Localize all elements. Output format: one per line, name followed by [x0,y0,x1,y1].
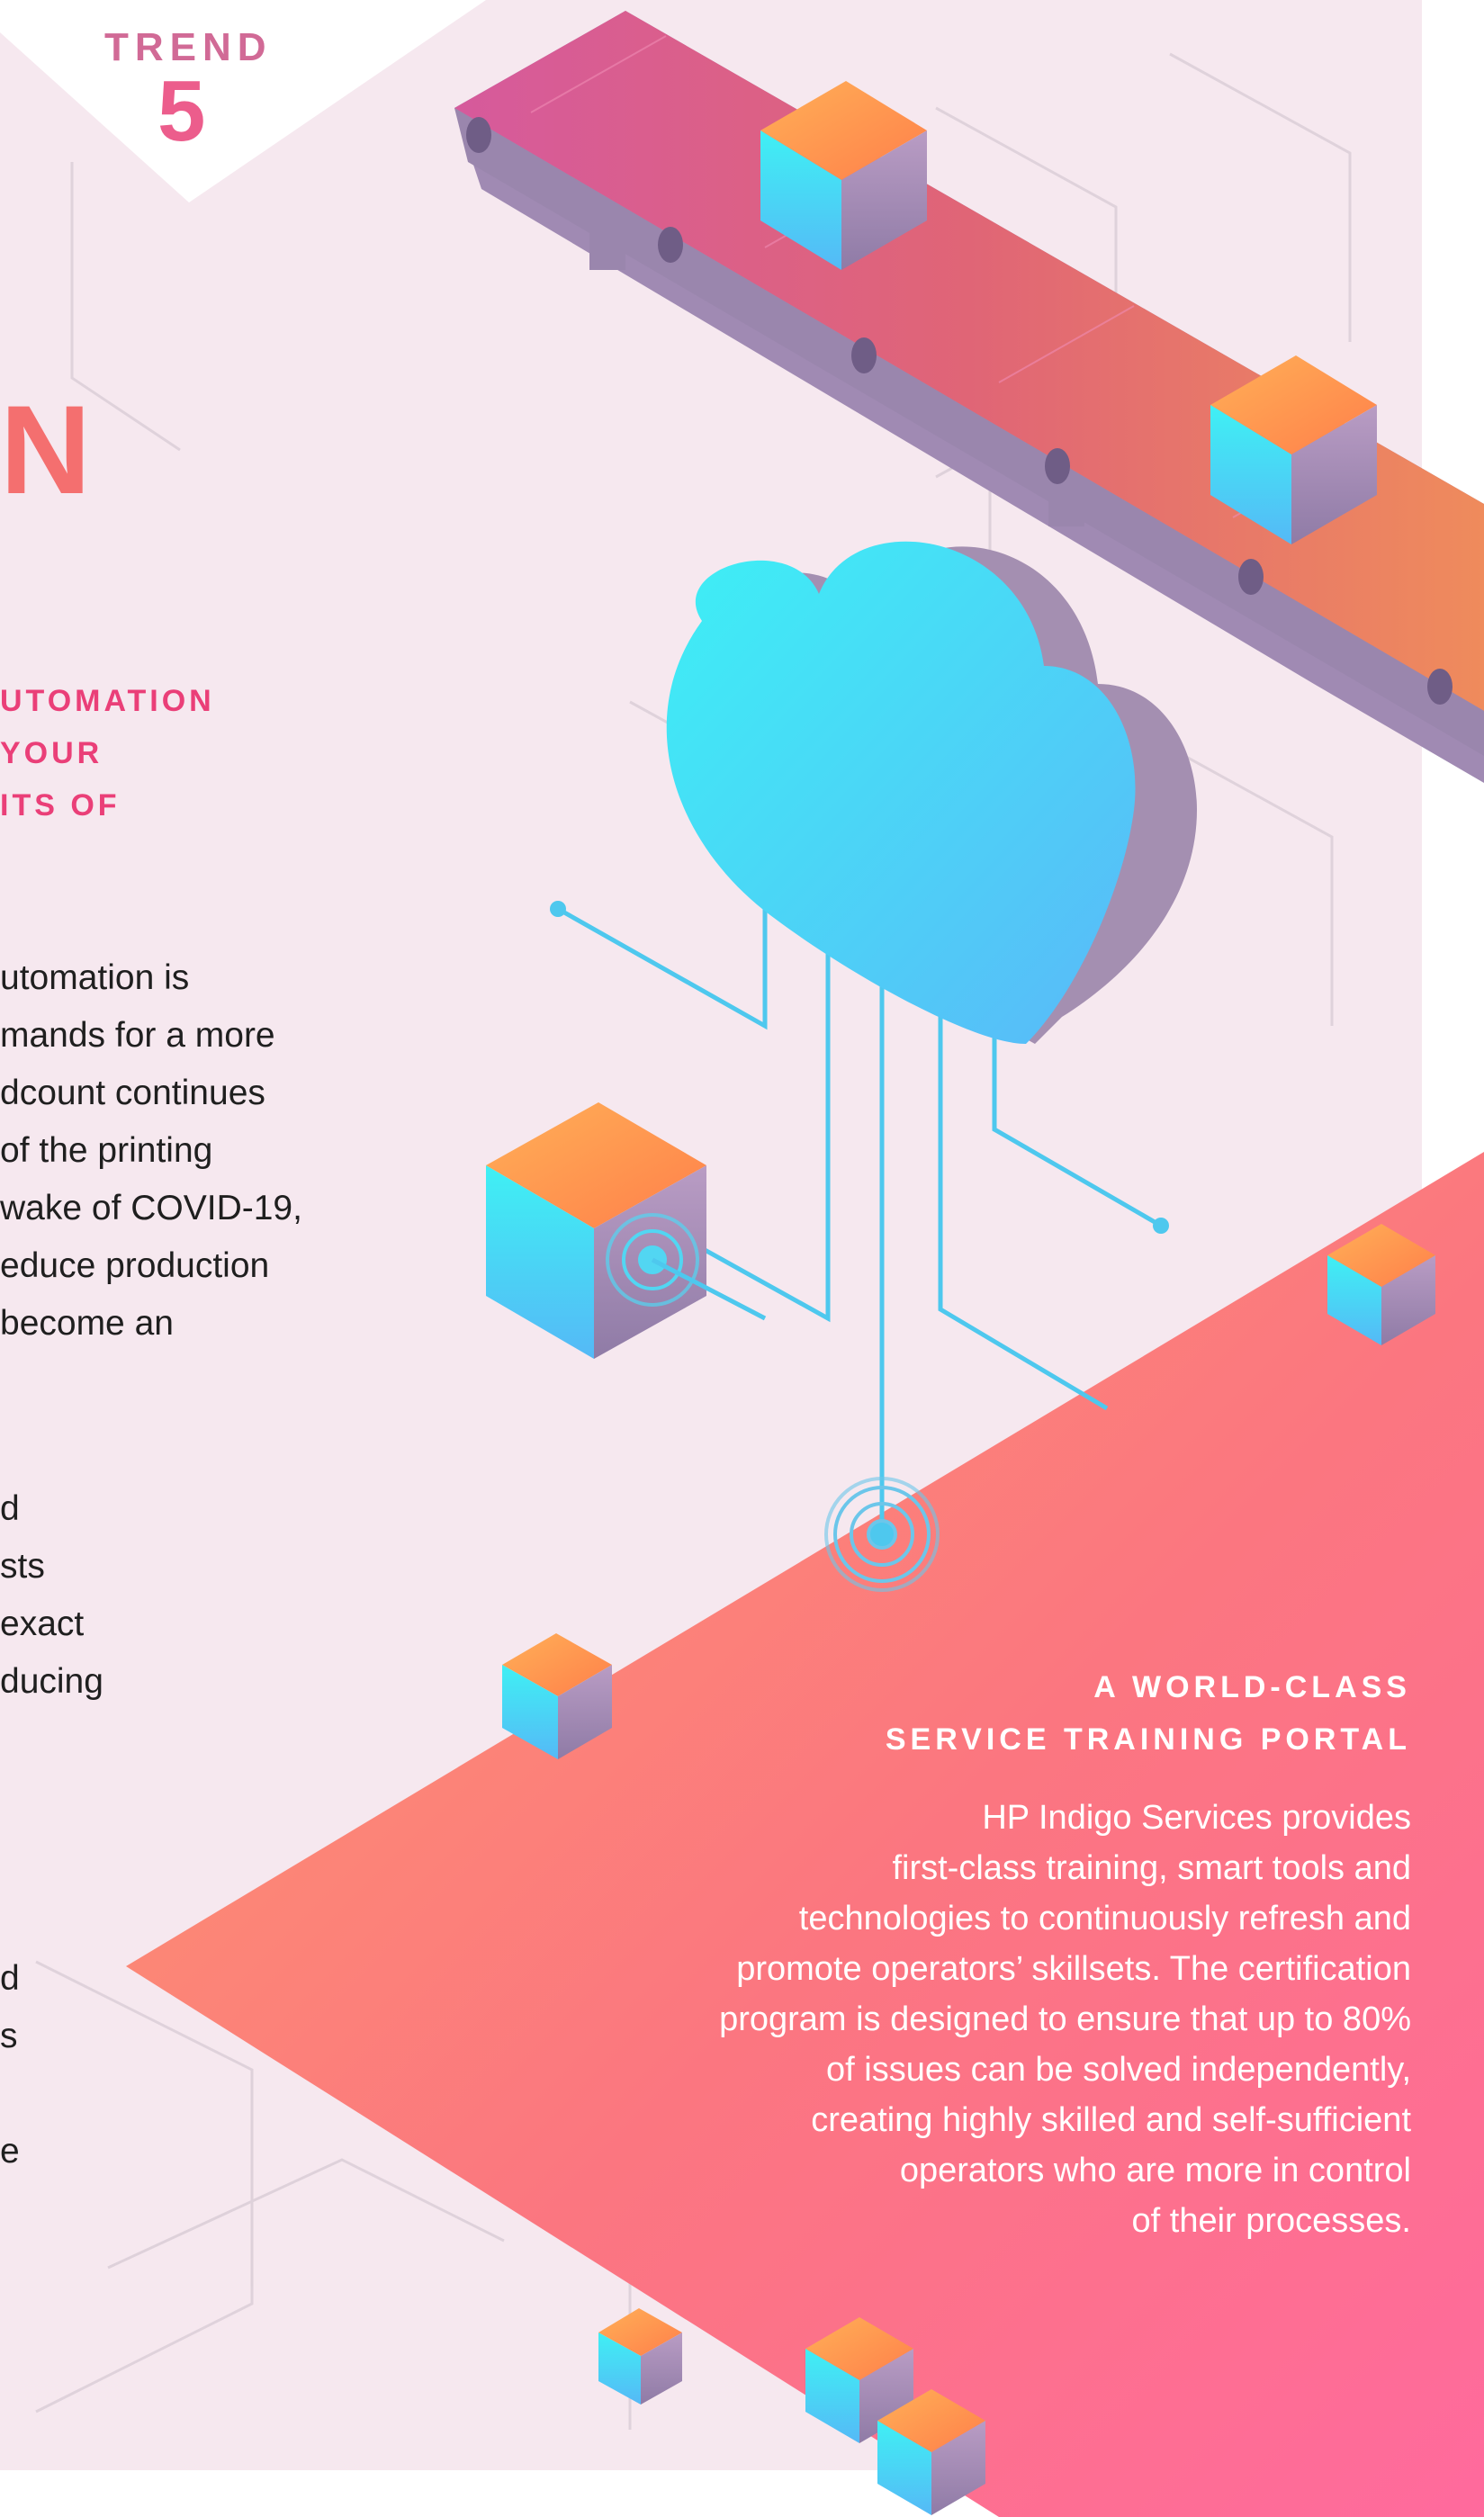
cube-icon [1327,1224,1435,1345]
trend-badge-shape [0,0,486,202]
portal-body-line: HP Indigo Services provides [982,1799,1411,1837]
portal-body-line: program is designed to ensure that up to… [719,2000,1411,2038]
portal-title: A WORLD-CLASS SERVICE TRAINING PORTAL [781,1661,1411,1766]
body-line: of the printing [0,1131,213,1170]
portal-body-line: of issues can be solved independently, [826,2051,1411,2089]
cloud-icon [666,541,1197,1044]
portal-body-line: operators who are more in control [899,2152,1411,2189]
body-fragment: e [0,2132,20,2171]
body-line: mands for a more [0,1016,275,1055]
portal-body-line: creating highly skilled and self-suffici… [811,2101,1411,2139]
cube-icon [502,1633,612,1759]
body-fragment: d [0,1959,20,1998]
body-fragment: d [0,1489,20,1528]
portal-title-line: A WORLD-CLASS [1093,1670,1411,1704]
body-line: utomation is [0,958,190,997]
body-line: dcount continues [0,1074,265,1112]
signal-rings-icon [824,1477,940,1592]
cube-icon [760,81,927,270]
portal-body-line: of their processes. [1131,2202,1411,2240]
page-title-fragment: N [0,379,92,520]
portal-body: HP Indigo Services provides first-class … [547,1793,1411,2246]
conveyor-belt-icon [454,11,1484,783]
body-line: educe production [0,1246,270,1285]
portal-body-line: technologies to continuously refresh and [798,1900,1411,1937]
body-line: wake of COVID-19, [0,1189,302,1227]
body-paragraph: utomation is mands for a more dcount con… [0,949,378,1353]
body-fragment: s [0,2017,18,2055]
subhead-line: YOUR [0,736,103,770]
cube-icon [598,2308,682,2405]
cube-icon [877,2389,985,2515]
body-fragment: ducing [0,1662,103,1701]
portal-title-line: SERVICE TRAINING PORTAL [885,1722,1411,1757]
body-fragment: sts [0,1547,45,1586]
subhead-line: ITS OF [0,788,121,823]
body-fragment: exact [0,1605,85,1643]
trend-number: 5 [157,63,206,159]
subhead-line: UTOMATION [0,684,215,718]
subhead: UTOMATION YOUR ITS OF [0,675,270,832]
coral-backdrop [126,1152,1484,2517]
cube-icon [1210,355,1377,544]
portal-body-line: first-class training, smart tools and [892,1849,1411,1887]
cube-icon [486,1102,706,1359]
body-line: become an [0,1304,174,1343]
portal-body-line: promote operators’ skillsets. The certif… [736,1950,1411,1988]
trend-label: TREND [104,25,273,69]
